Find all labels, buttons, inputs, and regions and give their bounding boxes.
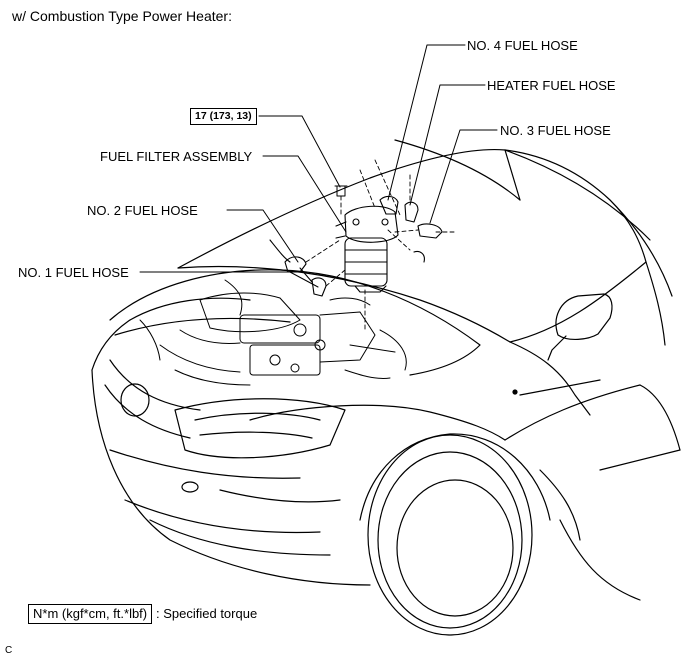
label-fuel-filter-assembly: FUEL FILTER ASSEMBLY [100,149,253,164]
label-no2-fuel-hose: NO. 2 FUEL HOSE [87,203,198,218]
leader-lines [139,44,498,288]
emblem [120,383,150,417]
diagram-title: w/ Combustion Type Power Heater: [12,8,232,24]
legend-description: : Specified torque [156,606,258,621]
front-bumper [91,369,371,586]
label-no1-fuel-hose: NO. 1 FUEL HOSE [18,265,129,280]
engine-block [139,279,407,386]
label-no4-fuel-hose: NO. 4 FUEL HOSE [467,38,578,53]
fuel-hoses [269,195,443,297]
assembly-dashes [305,159,456,331]
fender [509,341,591,416]
label-no3-fuel-hose: NO. 3 FUEL HOSE [500,123,611,138]
legend-torque-unit-box: N*m (kgf*cm, ft.*lbf) [28,604,153,624]
windshield [504,149,651,241]
torque-spec-box: 17 (173, 13) [190,108,257,125]
fuel-filter-assembly [335,205,399,293]
label-heater-fuel-hose: HEATER FUEL HOSE [487,78,616,93]
hood-outline [177,148,647,269]
side-mirror [555,293,613,340]
engine-bay [109,269,481,376]
bolt [334,185,348,197]
footer-code: C [5,645,13,656]
front-wheel [367,434,533,636]
headlamp [174,398,346,459]
grille [109,359,201,411]
